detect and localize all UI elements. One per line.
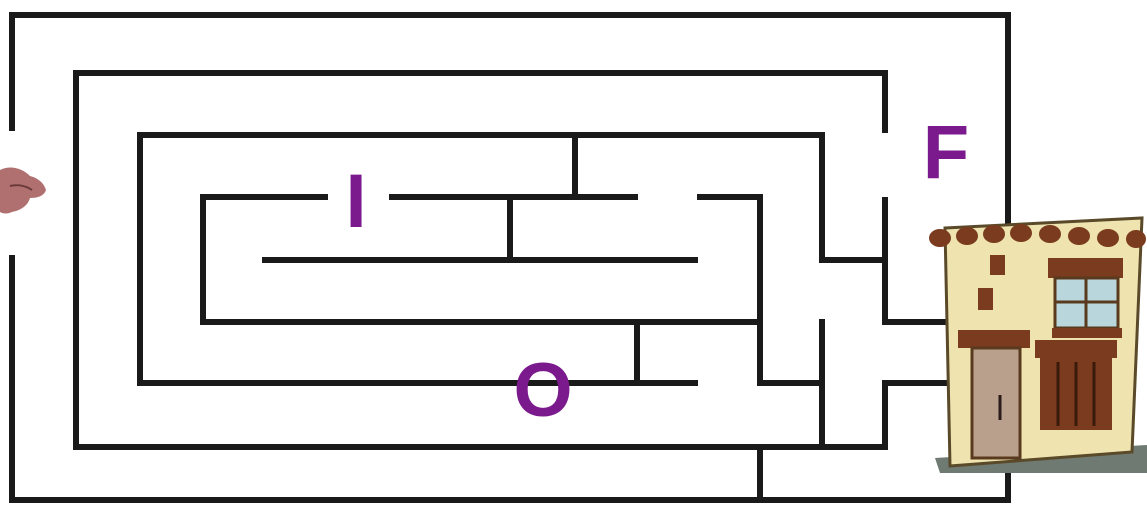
maze-ring-3	[200, 194, 825, 386]
adobe-house-icon	[929, 216, 1147, 473]
maze-letter-i: I	[345, 159, 366, 244]
maze-letter-f: F	[923, 110, 969, 195]
maze-inner-walls	[262, 132, 763, 503]
maze-letter-o: O	[513, 348, 572, 433]
pointing-hand-icon	[0, 167, 46, 214]
maze-ring-1	[73, 70, 948, 450]
